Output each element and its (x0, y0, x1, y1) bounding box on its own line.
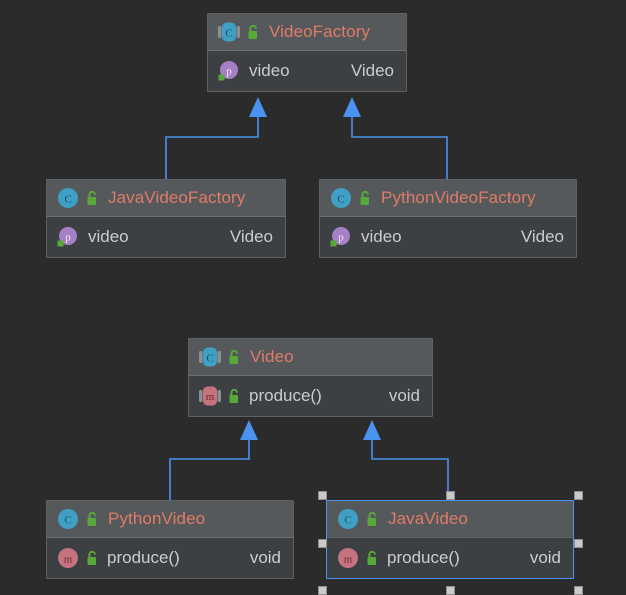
class-icon: C (337, 508, 359, 530)
edge-pythonvideo-to-video (169, 420, 258, 500)
svg-text:C: C (344, 515, 351, 527)
class-node-header[interactable]: C PythonVideoFactory (320, 180, 576, 217)
member-name: produce() (387, 548, 460, 567)
method-icon: m (57, 547, 79, 569)
svg-text:C: C (337, 194, 344, 206)
svg-text:m: m (206, 391, 215, 403)
edge-javavideo-to-video (363, 420, 449, 500)
class-node-header[interactable]: C PythonVideo (47, 501, 293, 538)
class-member-row[interactable]: p video Video (47, 217, 285, 257)
member-type: void (529, 548, 561, 567)
class-member-row[interactable]: p video Video (208, 51, 406, 91)
unlock-public-icon (227, 349, 241, 365)
member-type: Video (229, 227, 273, 246)
class-name: JavaVideo (388, 509, 468, 528)
class-node-header[interactable]: C VideoFactory (208, 14, 406, 51)
property-icon: p (218, 60, 240, 82)
member-name: produce() (107, 548, 180, 567)
member-type: void (388, 386, 420, 405)
svg-text:p: p (226, 66, 232, 78)
class-icon: C (57, 508, 79, 530)
svg-text:C: C (225, 28, 232, 40)
class-node-videofactory[interactable]: C VideoFactory p video Video (207, 13, 407, 92)
method-icon: m (337, 547, 359, 569)
svg-text:p: p (65, 232, 71, 244)
abstract-method-icon: m (199, 385, 221, 407)
class-name: PythonVideoFactory (381, 188, 536, 207)
member-type: void (249, 548, 281, 567)
unlock-public-icon (365, 511, 379, 527)
class-node-pythonvideofactory[interactable]: C PythonVideoFactory p video Video (319, 179, 577, 258)
class-node-video[interactable]: C Video m (188, 338, 433, 417)
abstract-class-icon: C (218, 21, 240, 43)
unlock-public-icon (246, 24, 260, 40)
class-member-row[interactable]: p video Video (320, 217, 576, 257)
svg-text:m: m (64, 554, 73, 566)
class-name: JavaVideoFactory (108, 188, 246, 207)
edge-pythonvideofactory-to-videofactory (343, 97, 448, 179)
member-name: video (249, 61, 290, 80)
svg-text:C: C (64, 194, 71, 206)
class-name: PythonVideo (108, 509, 206, 528)
class-node-javavideo[interactable]: C JavaVideo m (326, 500, 574, 579)
class-icon: C (330, 187, 352, 209)
unlock-public-icon (85, 550, 99, 566)
selection-handle-middle-left[interactable] (318, 539, 327, 548)
class-name: Video (250, 347, 294, 366)
abstract-class-icon: C (199, 346, 221, 368)
class-member-row[interactable]: m produce() void (327, 538, 573, 578)
unlock-public-icon (365, 550, 379, 566)
edge-javavideofactory-to-videofactory (165, 97, 267, 179)
class-member-row[interactable]: m produce() void (189, 376, 432, 416)
class-node-javavideofactory[interactable]: C JavaVideoFactory p video Video (46, 179, 286, 258)
svg-text:p: p (338, 232, 344, 244)
svg-text:C: C (206, 353, 213, 365)
member-name: video (361, 227, 402, 246)
member-name: video (88, 227, 129, 246)
class-node-pythonvideo[interactable]: C PythonVideo m (46, 500, 294, 579)
unlock-public-icon (358, 190, 372, 206)
unlock-public-icon (85, 190, 99, 206)
property-icon: p (330, 226, 352, 248)
class-icon: C (57, 187, 79, 209)
member-name: produce() (249, 386, 322, 405)
svg-text:m: m (344, 554, 353, 566)
unlock-public-icon (85, 511, 99, 527)
svg-text:C: C (64, 515, 71, 527)
class-node-header[interactable]: C JavaVideo (327, 501, 573, 538)
selection-handle-top-left[interactable] (318, 491, 327, 500)
class-node-header[interactable]: C Video (189, 339, 432, 376)
class-node-header[interactable]: C JavaVideoFactory (47, 180, 285, 217)
class-member-row[interactable]: m produce() void (47, 538, 293, 578)
selection-handle-middle-right[interactable] (574, 539, 583, 548)
unlock-public-icon (227, 388, 241, 404)
class-name: VideoFactory (269, 22, 371, 41)
member-type: Video (350, 61, 394, 80)
selection-handle-top-right[interactable] (574, 491, 583, 500)
member-type: Video (520, 227, 564, 246)
selection-handle-top-center[interactable] (446, 491, 455, 500)
property-icon: p (57, 226, 79, 248)
